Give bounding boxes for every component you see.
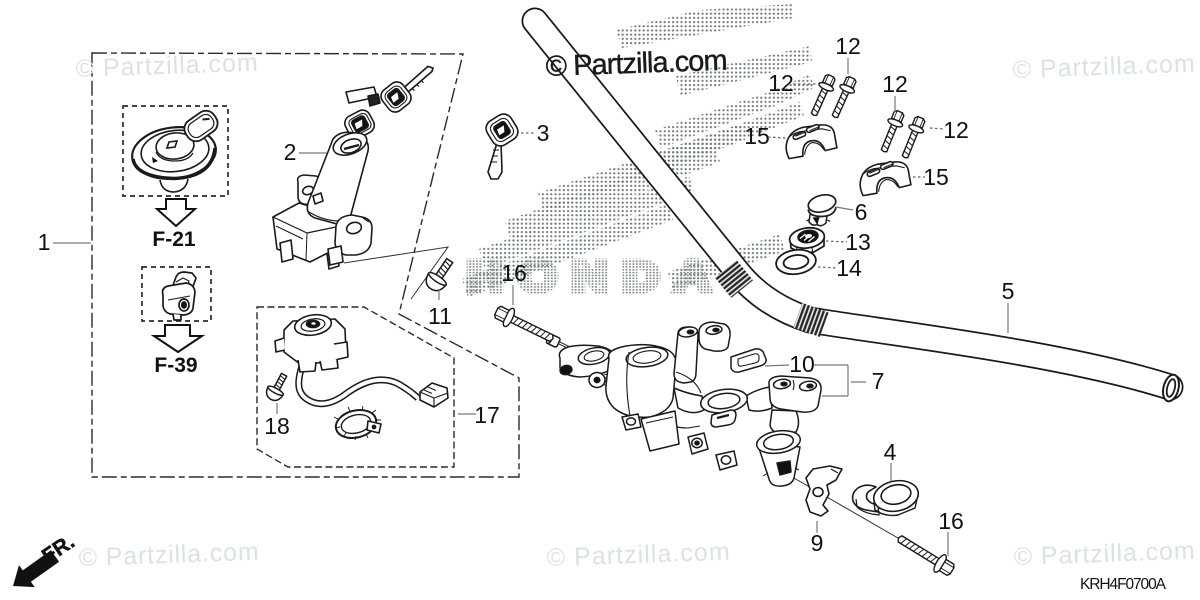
svg-text:15: 15: [744, 123, 770, 149]
svg-text:13: 13: [845, 229, 871, 255]
svg-text:11: 11: [428, 303, 452, 329]
svg-text:3: 3: [537, 120, 550, 146]
svg-text:© Partzilla.com: © Partzilla.com: [545, 45, 728, 83]
svg-text:© Partzilla.com: © Partzilla.com: [546, 538, 730, 572]
svg-text:4: 4: [884, 439, 897, 465]
svg-text:12: 12: [882, 71, 908, 97]
svg-text:12: 12: [835, 33, 861, 59]
svg-text:17: 17: [474, 402, 500, 428]
svg-text:HONDA: HONDA: [467, 252, 725, 299]
svg-text:14: 14: [836, 255, 862, 281]
svg-text:F-21: F-21: [152, 228, 196, 251]
svg-text:10: 10: [789, 351, 815, 377]
svg-text:KRH4F0700A: KRH4F0700A: [1080, 576, 1167, 593]
svg-text:16: 16: [938, 508, 964, 534]
svg-text:16: 16: [501, 260, 527, 286]
svg-text:9: 9: [811, 530, 824, 556]
svg-text:F-39: F-39: [154, 354, 197, 377]
svg-text:© Partzilla.com: © Partzilla.com: [1013, 537, 1195, 571]
svg-text:1: 1: [38, 229, 51, 255]
svg-text:© Partzilla.com: © Partzilla.com: [78, 538, 259, 572]
svg-text:6: 6: [855, 199, 868, 225]
svg-text:18: 18: [264, 413, 290, 439]
svg-text:12: 12: [768, 70, 794, 96]
svg-text:12: 12: [943, 117, 969, 143]
svg-text:© Partzilla.com: © Partzilla.com: [1012, 50, 1195, 84]
svg-text:7: 7: [872, 368, 885, 394]
svg-text:2: 2: [284, 139, 297, 165]
svg-text:15: 15: [923, 164, 949, 190]
svg-text:© Partzilla.com: © Partzilla.com: [75, 49, 258, 83]
svg-text:5: 5: [1002, 278, 1015, 304]
